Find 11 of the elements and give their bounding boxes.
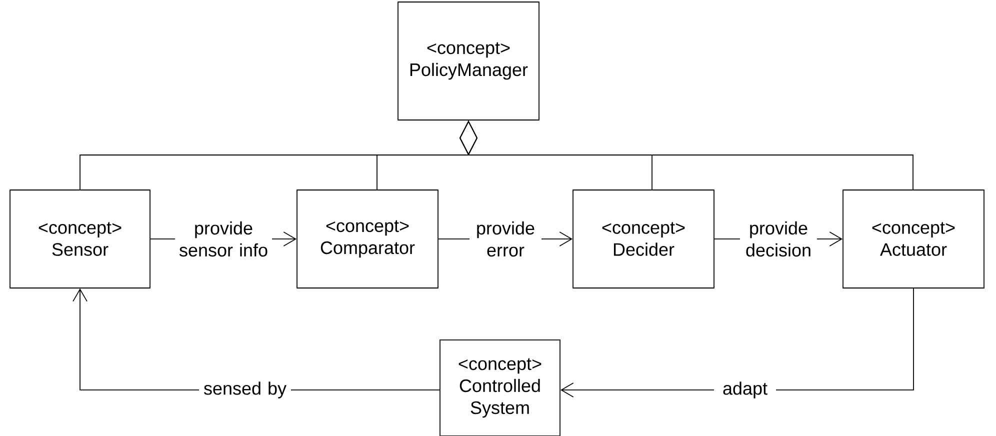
concept-box: <concept> PolicyManager	[398, 2, 540, 120]
concept-box: <concept> Decider	[572, 190, 714, 288]
edge-label: provide error	[470, 220, 542, 258]
concept-box: <concept> Actuator	[842, 190, 984, 288]
edge-label: provide sensor info	[175, 220, 272, 258]
concept-box: <concept> Controlled System	[440, 340, 560, 436]
edge-label: provide decision	[740, 220, 817, 258]
concept-box: <concept> Comparator	[296, 190, 438, 288]
edge-label: adapt	[714, 380, 776, 400]
concept-box: <concept> Sensor	[10, 190, 150, 288]
edge-label: sensed by	[199, 380, 291, 400]
